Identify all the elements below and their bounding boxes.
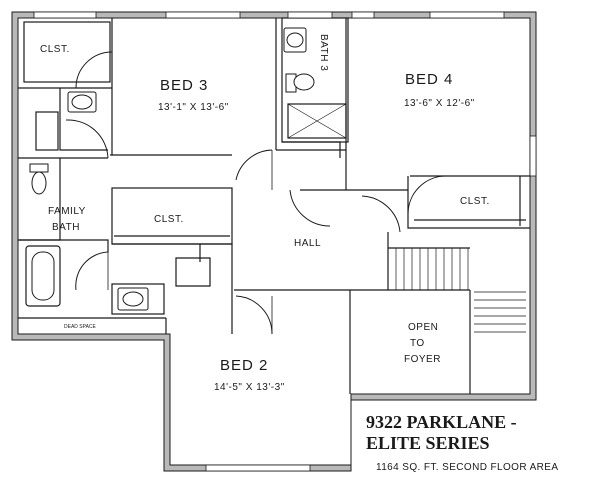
plan-title-line2: ELITE SERIES bbox=[366, 433, 490, 453]
plan-area-note: 1164 SQ. FT. SECOND FLOOR AREA bbox=[376, 462, 558, 473]
clst-top-left-label: CLST. bbox=[40, 44, 70, 55]
clst-right-label: CLST. bbox=[460, 196, 490, 207]
bed3-name: BED 3 bbox=[160, 77, 208, 94]
clst-middle-label: CLST. bbox=[154, 214, 184, 225]
bed4-name: BED 4 bbox=[405, 71, 453, 88]
bath3-label: BATH 3 bbox=[318, 34, 329, 71]
open-to-foyer-2: TO bbox=[410, 338, 425, 349]
interior-walls bbox=[18, 17, 530, 394]
open-to-foyer-1: OPEN bbox=[408, 322, 438, 333]
family-bath-label-2: BATH bbox=[52, 222, 80, 233]
bed3-dims: 13'-1" X 13'-6" bbox=[158, 102, 229, 113]
bed4-dims: 13'-6" X 12'-6" bbox=[404, 98, 475, 109]
family-bath-label-1: FAMILY bbox=[48, 206, 86, 217]
bed2-name: BED 2 bbox=[220, 357, 268, 374]
plan-title-line1: 9322 PARKLANE - bbox=[366, 412, 517, 432]
exterior-walls bbox=[11, 11, 537, 472]
open-to-foyer-3: FOYER bbox=[404, 354, 441, 365]
windows bbox=[33, 11, 537, 472]
bed2-dims: 14'-5" X 13'-3" bbox=[214, 382, 285, 393]
dead-space-label: DEAD SPACE bbox=[64, 324, 97, 330]
fixtures bbox=[29, 27, 315, 311]
door-swings bbox=[65, 51, 447, 335]
hall-label: HALL bbox=[294, 238, 321, 249]
